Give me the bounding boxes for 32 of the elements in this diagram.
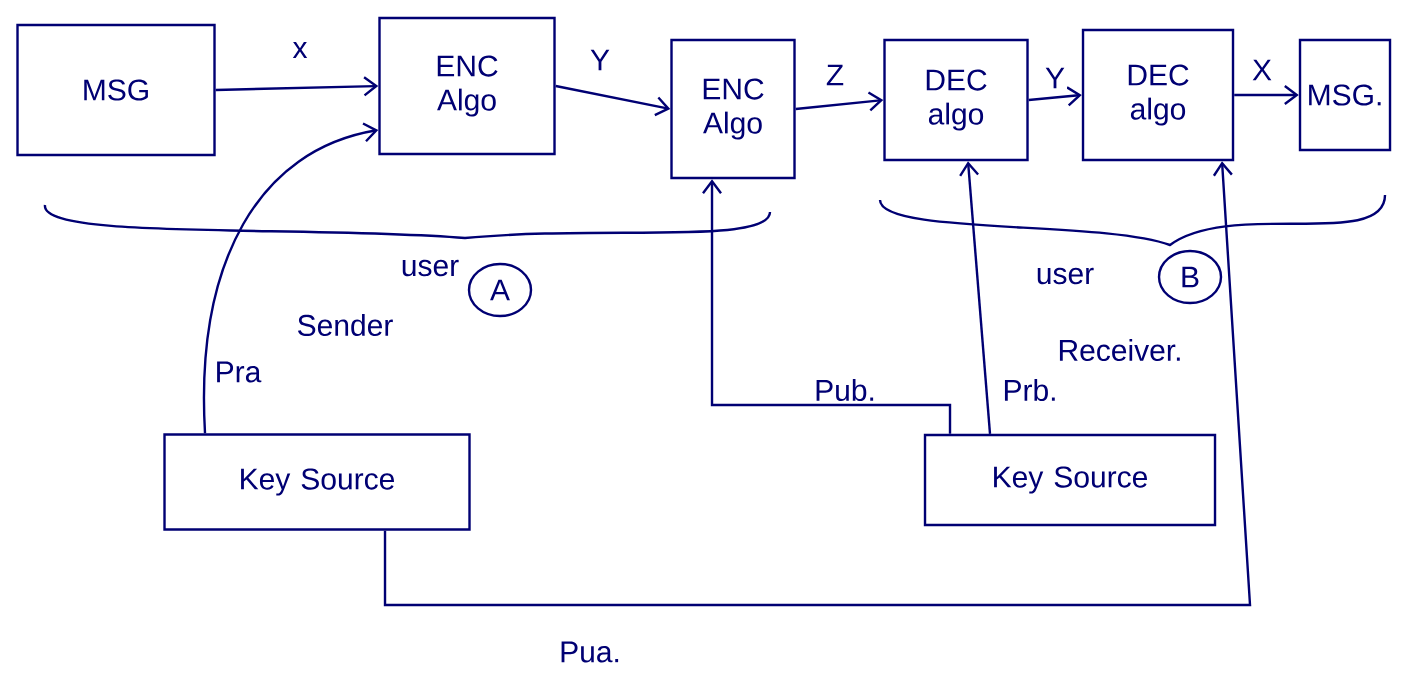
circled-letter: A <box>467 262 533 318</box>
edge-label: Z <box>823 62 847 88</box>
edge-label: Pra <box>212 359 264 385</box>
arrow <box>702 179 952 434</box>
arrow <box>1234 85 1299 105</box>
arrow <box>215 76 379 97</box>
text-label: Sender <box>298 314 393 336</box>
edge-label: Y <box>1043 65 1067 91</box>
edge-label: X <box>1250 57 1274 83</box>
process-box: DEC algo <box>883 38 1029 162</box>
process-box: Key Source <box>923 433 1217 527</box>
process-box: MSG <box>16 23 216 157</box>
edge-label: Y <box>588 47 612 73</box>
text-label: user <box>402 259 459 277</box>
edge-label: Pub. <box>812 377 878 403</box>
arrow <box>1028 86 1082 107</box>
text-label: Receiver. <box>1059 339 1180 361</box>
arrow <box>959 161 992 434</box>
edge-label: Pua. <box>557 639 623 665</box>
process-box: MSG. <box>1298 38 1392 152</box>
arrow <box>555 84 671 117</box>
text-label: user <box>1037 267 1094 285</box>
arrow <box>795 91 884 112</box>
edge-label: x <box>290 40 310 60</box>
arrow <box>202 122 379 434</box>
arrow <box>383 161 1252 607</box>
circled-letter: B <box>1157 249 1223 305</box>
edge-label: Prb. <box>1000 377 1060 403</box>
process-box: ENC Algo <box>670 38 796 180</box>
process-box: ENC Algo <box>378 16 556 156</box>
process-box: DEC algo <box>1081 28 1235 162</box>
process-box: Key Source <box>163 433 471 531</box>
